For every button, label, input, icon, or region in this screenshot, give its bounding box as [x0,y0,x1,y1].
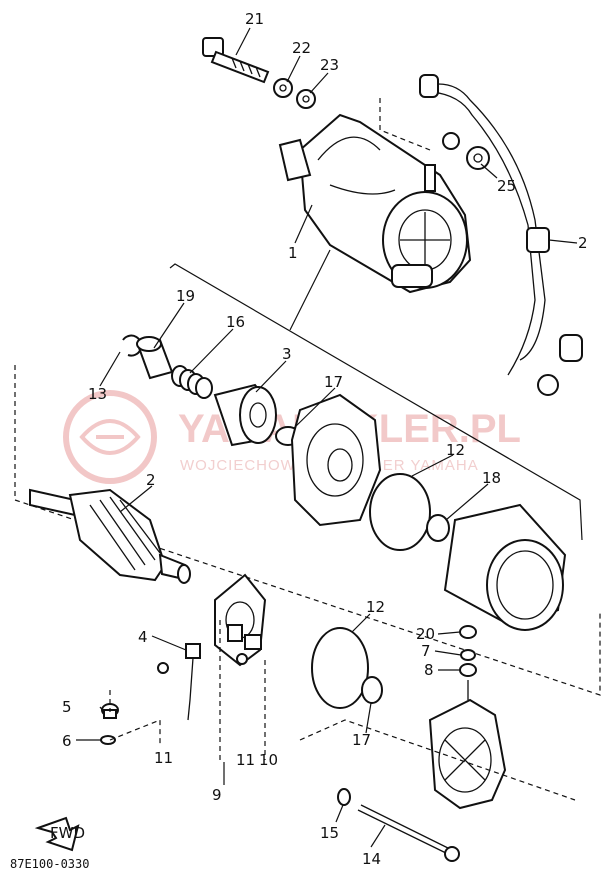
callout-20: 20 [416,625,435,643]
nut-23 [296,89,316,109]
callout-11-right: 11 [236,751,255,769]
callout-labels: 21 22 23 25 2 1 19 16 3 17 13 12 18 2 4 … [62,10,588,868]
starter-clutch-3 [213,383,277,447]
callout-23: 23 [320,56,339,74]
callout-16: 16 [226,313,245,331]
callout-9: 9 [212,786,222,804]
exploded-group-bracket [169,263,583,541]
washer-terminal [442,132,460,150]
brush-holder-9 [214,573,267,667]
callout-1: 1 [288,244,298,262]
washer-18 [426,514,450,542]
nut-25 [466,146,490,170]
o-ring-12-lower [311,627,369,709]
dashed-group-14-15 [299,719,576,801]
callout-10: 10 [259,751,278,769]
callout-7: 7 [421,642,431,660]
starter-motor-assembly [278,113,472,294]
callout-21: 21 [245,10,264,28]
starter-yoke [443,503,567,631]
armature-2 [29,488,191,584]
dashed-boundary-top [379,98,431,151]
dashed-group-9-10 [219,620,266,760]
callout-17-upper: 17 [324,373,343,391]
callout-12-upper: 12 [446,441,465,459]
callout-19: 19 [176,287,195,305]
dashed-group-5-6 [109,690,161,745]
callout-5: 5 [62,698,72,716]
callout-12-lower: 12 [366,598,385,616]
brush-4 [157,643,201,721]
callout-18: 18 [482,469,501,487]
fwd-label: FWD [50,824,85,842]
starter-cable [419,74,583,396]
callout-22: 22 [292,39,311,57]
callout-6: 6 [62,732,72,750]
assembly-leader [289,249,331,331]
callout-2: 2 [146,471,156,489]
callout-3: 3 [282,345,292,363]
callout-17-lower: 17 [352,731,371,749]
callout-24: 2 [578,234,588,252]
leader-lines [76,27,578,848]
bolt-21 [202,37,270,84]
forward-arrow-icon: FWD [34,816,85,852]
o-ring-12-upper [369,473,431,551]
callout-14: 14 [362,850,381,868]
washer-22 [273,78,293,98]
callout-13: 13 [88,385,107,403]
rear-cover [428,698,507,810]
callout-8: 8 [424,661,434,679]
collar-19 [136,336,174,380]
dashed-boundary-left [14,365,601,696]
spring-16 [171,365,213,399]
callout-25: 25 [497,177,516,195]
terminal-bolt-20 [459,625,477,700]
washer-6 [100,735,116,745]
through-bolt-14 [357,804,460,862]
callout-4: 4 [138,628,148,646]
callout-11-left: 11 [154,749,173,767]
callout-15: 15 [320,824,339,842]
washer-15 [337,788,351,806]
yamaha-logo-watermark [63,390,157,484]
figure-code: 87E100-0330 [10,857,89,871]
washer-17-lower [361,676,383,704]
front-cover [290,393,382,527]
